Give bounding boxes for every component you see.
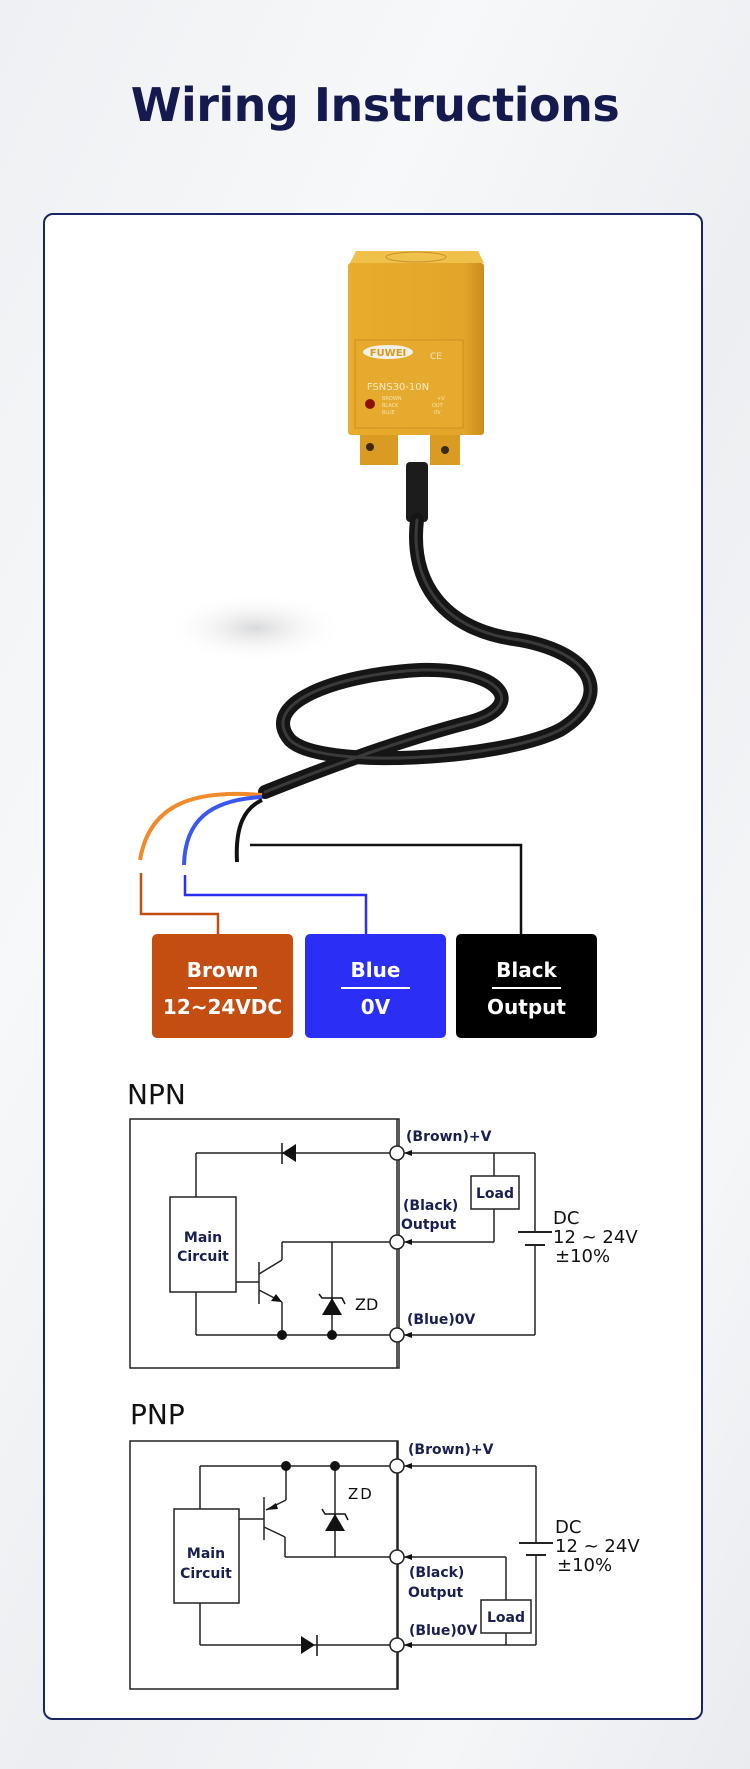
svg-text:BLUE: BLUE	[382, 410, 395, 416]
blue-lead-wire	[182, 795, 263, 866]
npn-supply-tolerance: ±10%	[555, 1246, 610, 1267]
svg-text:+V: +V	[437, 396, 445, 402]
npn-label-black: (Black)	[403, 1198, 458, 1214]
svg-text:Main: Main	[187, 1546, 225, 1562]
pnp-title: PNP	[130, 1398, 185, 1431]
pnp-sensor-outline	[129, 1440, 399, 1690]
pnp-terminal-blue	[389, 1637, 405, 1653]
pnp-zener-label: ZD	[348, 1485, 374, 1503]
pnp-load-label: Load	[487, 1610, 525, 1626]
junction-dot	[277, 1330, 287, 1340]
pnp-zener-diode-icon	[325, 1514, 345, 1531]
indicator-led	[365, 399, 375, 409]
svg-text:OUT: OUT	[432, 403, 444, 409]
svg-text:BROWN: BROWN	[382, 396, 402, 402]
svg-text:BLACK: BLACK	[382, 403, 399, 409]
junction-dot	[330, 1461, 340, 1471]
svg-text:Circuit: Circuit	[180, 1566, 232, 1582]
npn-diode-icon	[282, 1144, 296, 1162]
pnp-label-brown: (Brown)+V	[408, 1442, 494, 1458]
npn-load-box	[470, 1175, 520, 1210]
shadow	[165, 593, 345, 663]
pnp-label-output: Output	[408, 1585, 464, 1601]
pnp-supply-tolerance: ±10%	[557, 1555, 612, 1576]
model-number: FSNS30-10N	[367, 382, 429, 393]
divider	[188, 987, 257, 989]
npn-supply-voltage: 12 ~ 24V	[553, 1227, 638, 1248]
svg-text:0V: 0V	[434, 410, 441, 416]
wire-label-blue: Blue 0V	[305, 934, 446, 1038]
npn-load-label: Load	[476, 1186, 514, 1202]
pnp-terminal-brown	[389, 1458, 405, 1474]
npn-supply-label: DC	[553, 1208, 579, 1229]
pnp-main-circuit-box	[173, 1508, 240, 1604]
npn-label-brown: (Brown)+V	[406, 1129, 492, 1145]
wire-label-brown: Brown 12~24VDC	[152, 934, 293, 1038]
svg-text:Main: Main	[184, 1230, 222, 1246]
sensor-cable	[258, 462, 598, 799]
pnp-diode-icon	[301, 1636, 315, 1654]
brown-lead-wire	[138, 791, 263, 861]
pnp-supply-label: DC	[555, 1517, 581, 1538]
divider	[341, 987, 410, 989]
npn-title: NPN	[127, 1078, 186, 1111]
pnp-label-blue: (Blue)0V	[409, 1623, 477, 1639]
pnp-supply-voltage: 12 ~ 24V	[555, 1536, 640, 1557]
npn-main-circuit-box	[169, 1196, 237, 1293]
npn-zener-diode-icon	[322, 1298, 342, 1315]
junction-dot	[281, 1461, 291, 1471]
ce-mark: CE	[430, 352, 442, 362]
svg-text:Circuit: Circuit	[177, 1249, 229, 1265]
junction-dot	[327, 1330, 337, 1340]
black-lead-wire	[234, 798, 263, 863]
npn-emitter-arrow	[271, 1294, 282, 1302]
page-title: Wiring Instructions	[130, 78, 620, 132]
npn-zener-label: ZD	[355, 1295, 378, 1314]
blue-connector-line	[183, 875, 368, 934]
pnp-terminal-black	[389, 1549, 405, 1565]
wire-label-black: Black Output	[456, 934, 597, 1038]
sensor-housing: FUWEI CE FSNS30-10N BROWN BLACK BLUE +V …	[348, 251, 484, 465]
npn-label-blue: (Blue)0V	[407, 1312, 475, 1328]
npn-label-output: Output	[401, 1217, 457, 1233]
brown-connector-line	[139, 873, 220, 934]
pnp-emitter-arrow	[266, 1503, 278, 1510]
black-connector-line	[250, 843, 523, 934]
divider	[492, 987, 561, 989]
pnp-label-black: (Black)	[409, 1565, 464, 1581]
brand-logo: FUWEI	[370, 348, 407, 359]
